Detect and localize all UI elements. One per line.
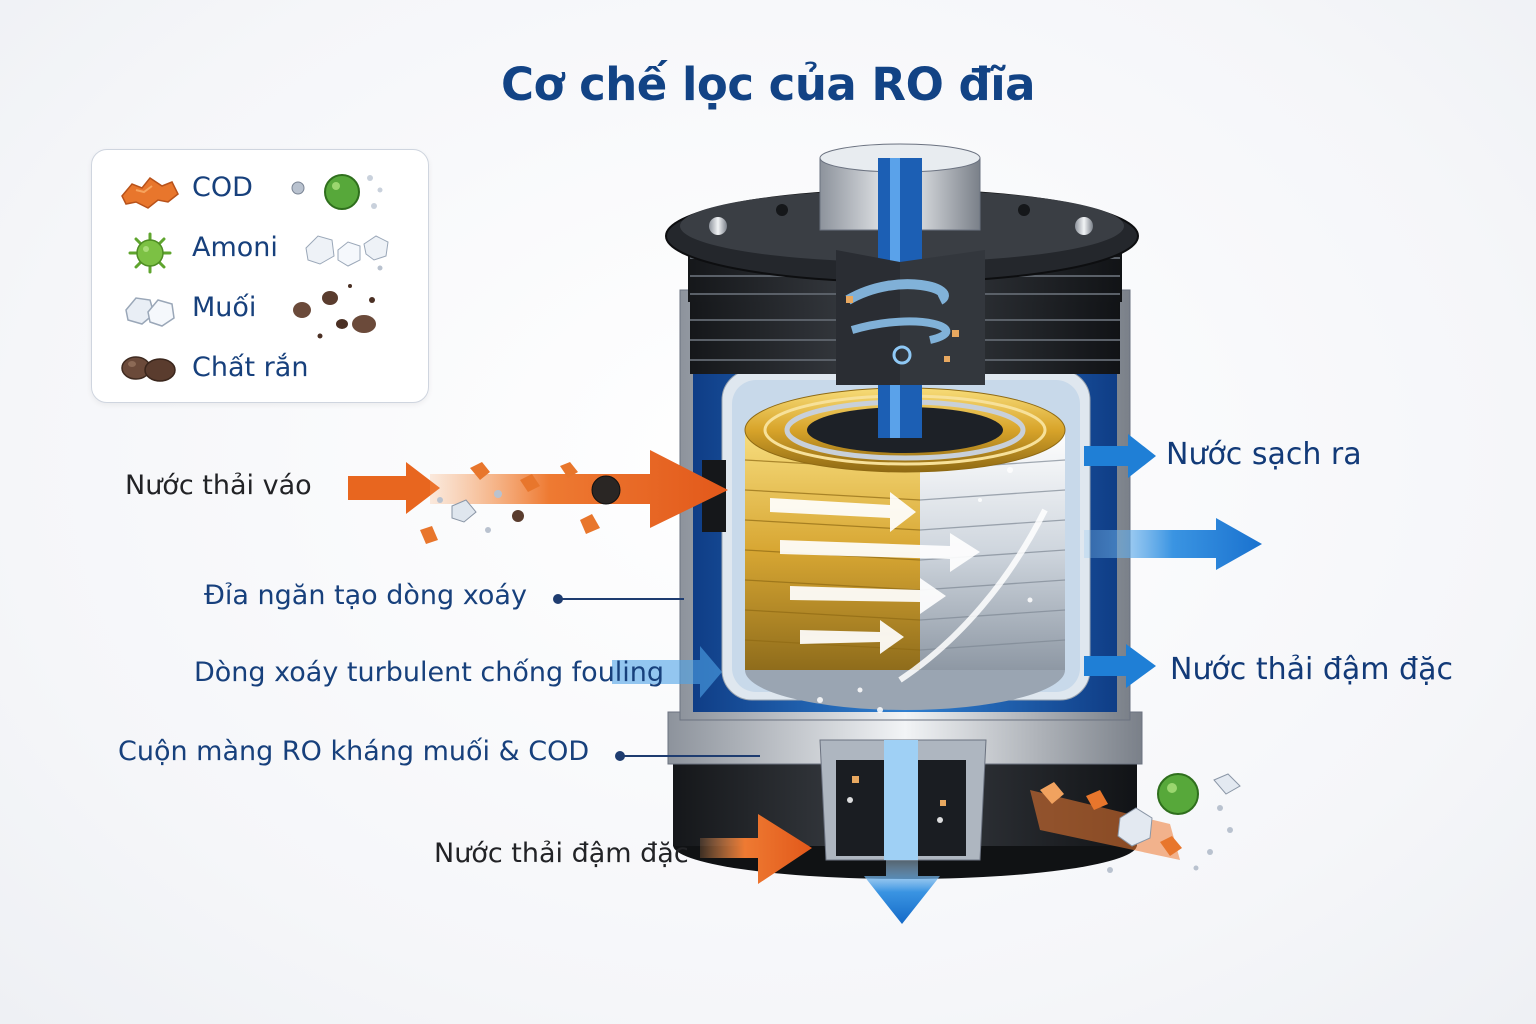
legend-label-cod: COD <box>192 172 253 203</box>
wastewater-inlet-arrow <box>348 450 728 544</box>
label-turbulent-flow: Dòng xoáy turbulent chống fouling <box>194 657 665 688</box>
legend-panel: COD Amoni Muối Chất rắn <box>91 149 429 403</box>
salt-crystal-icon <box>125 297 175 327</box>
legend-label-chat-ran: Chất rắn <box>192 352 309 383</box>
solid-particle-icon <box>121 356 176 382</box>
cod-particle-icon <box>121 176 179 209</box>
label-membrane-roll: Cuộn màng RO kháng muối & COD <box>118 736 590 767</box>
legend-label-amoni: Amoni <box>192 232 278 263</box>
legend-particle-clusters <box>291 174 389 339</box>
concentrate-particle-stream <box>1030 773 1241 873</box>
label-clean-water-out: Nước sạch ra <box>1166 437 1362 472</box>
label-concentrate-bottom: Nước thải đậm đặc <box>434 838 689 869</box>
label-concentrate-right: Nước thải đậm đặc <box>1170 652 1453 687</box>
label-disc-spacer: Đỉa ngăn tạo dòng xoáy <box>204 580 527 611</box>
ammonium-microbe-icon <box>128 232 172 274</box>
page-title: Cơ chế lọc của RO đĩa <box>500 58 1036 111</box>
clean-water-outlet-arrows <box>1084 434 1262 688</box>
legend-label-muoi: Muối <box>192 292 257 323</box>
label-wastewater-inlet: Nước thải váo <box>125 470 312 501</box>
